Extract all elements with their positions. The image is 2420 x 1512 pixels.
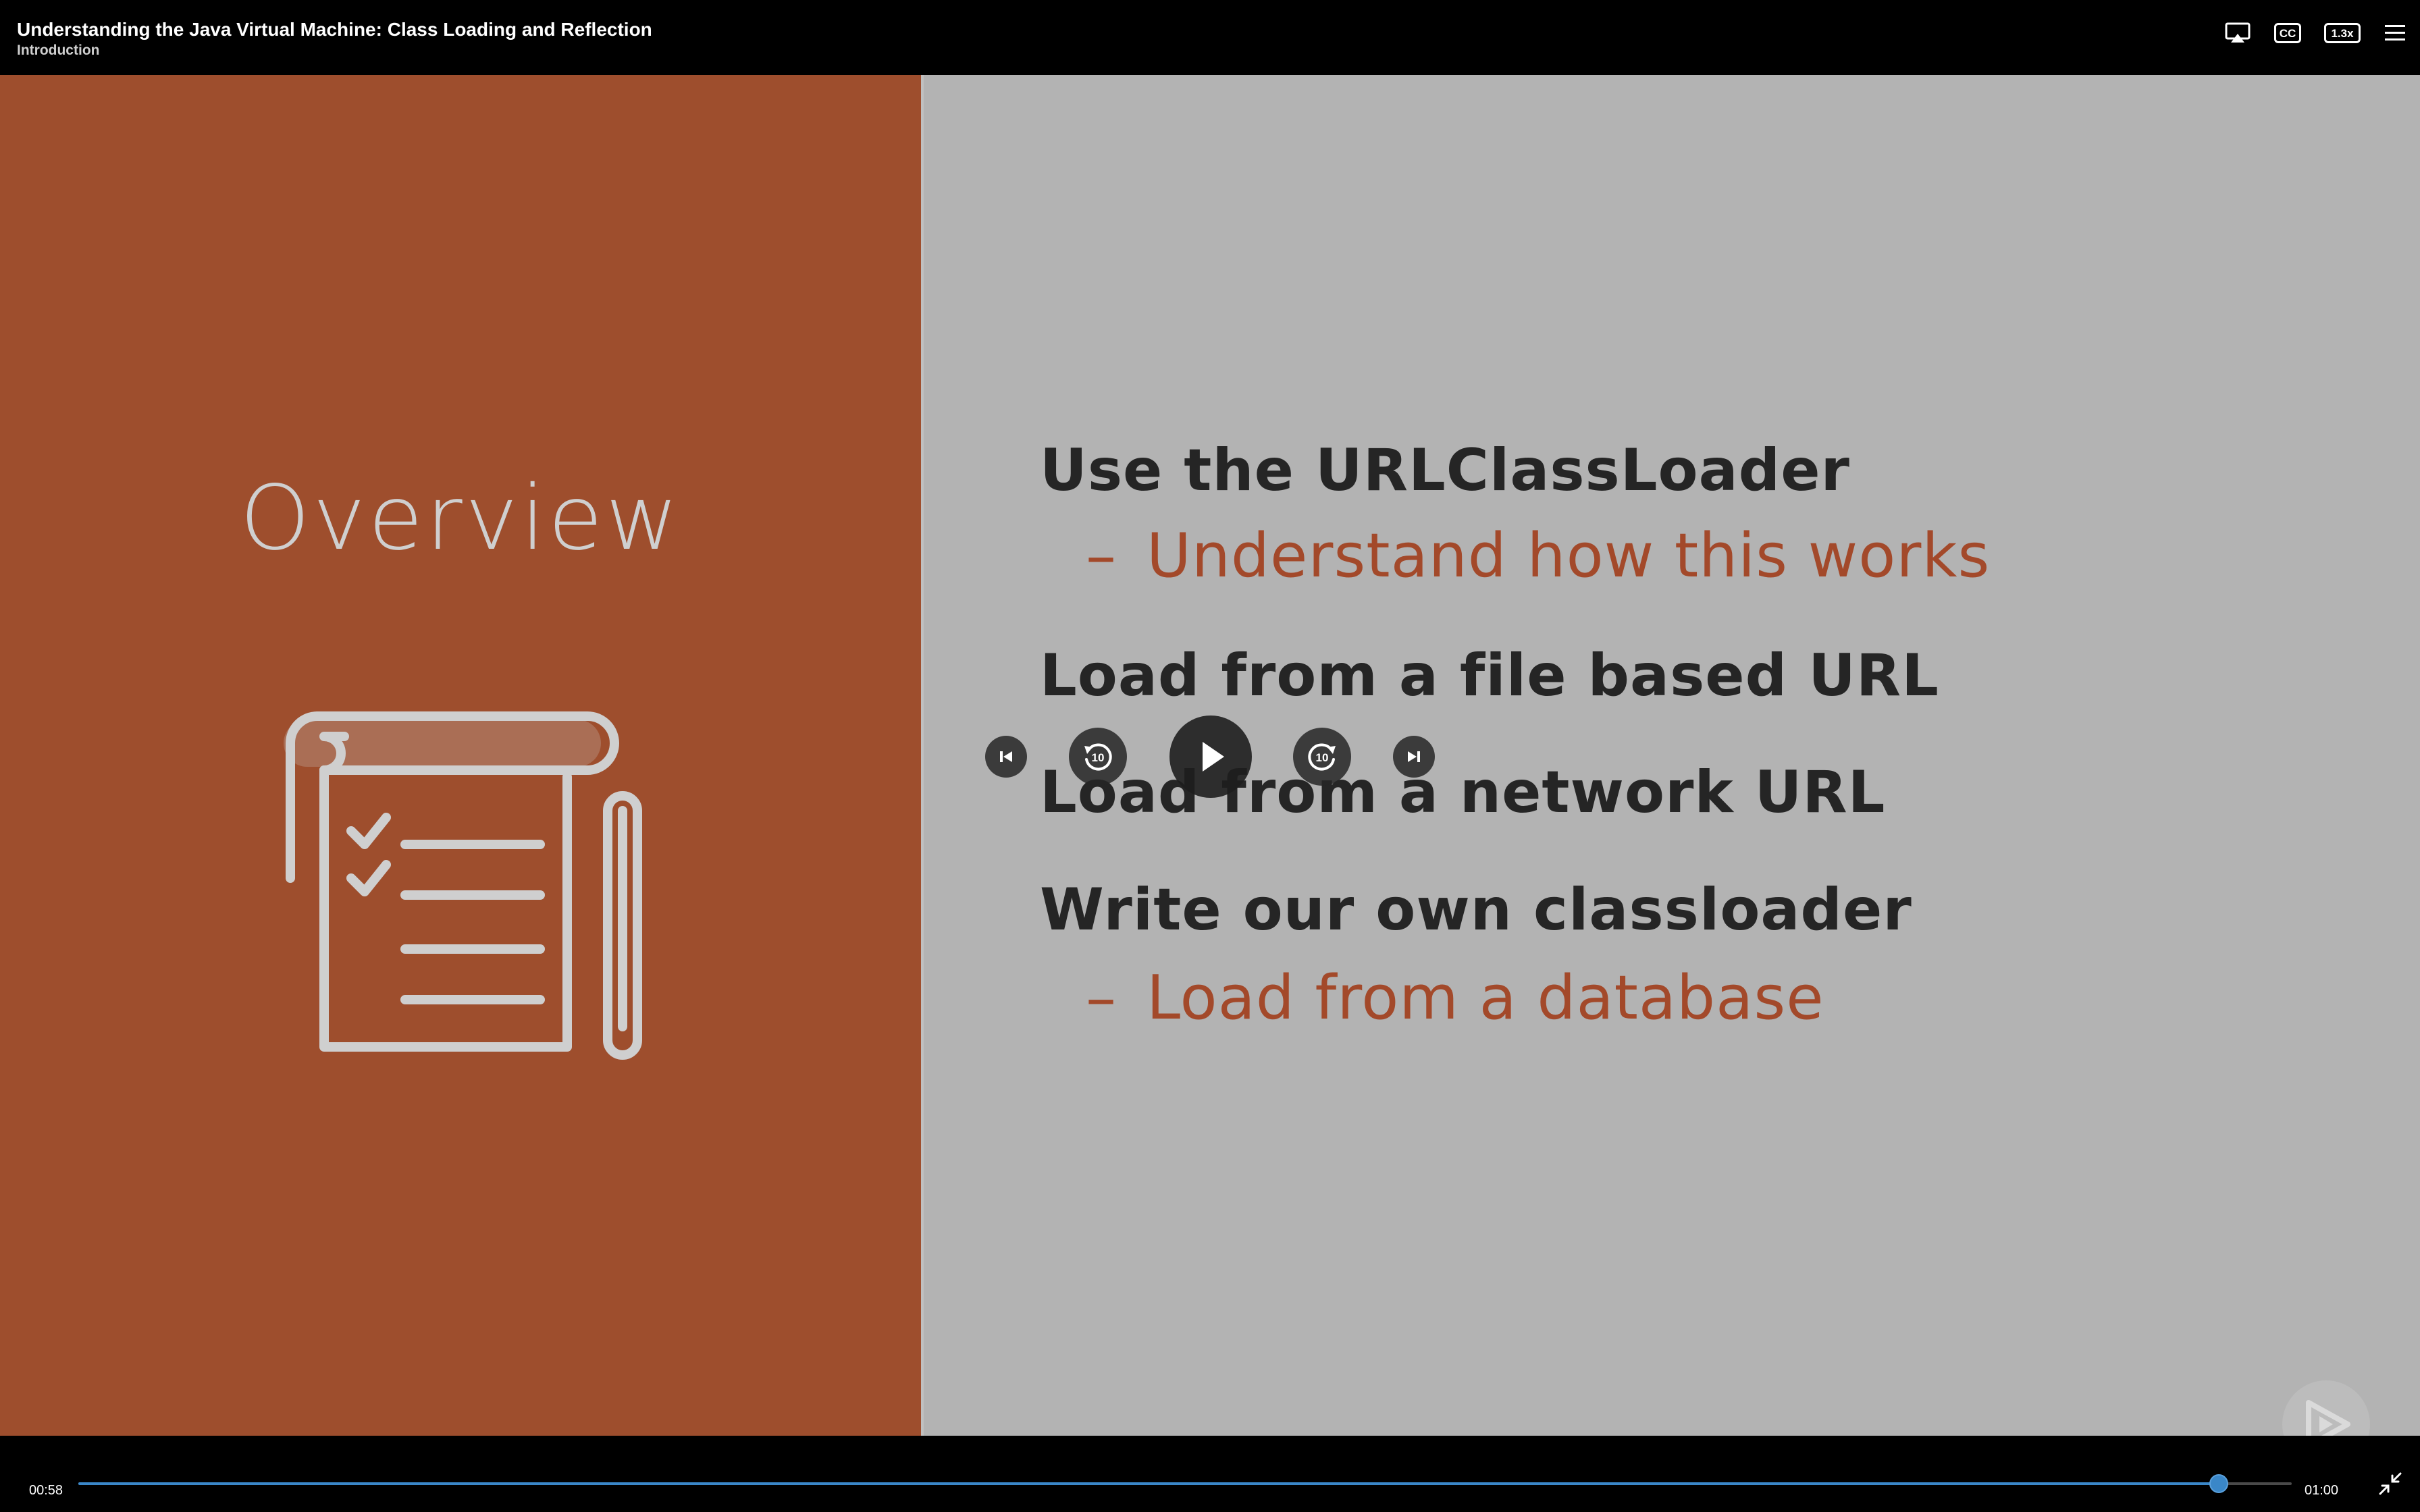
menu-icon[interactable] <box>2384 18 2406 49</box>
play-icon <box>1203 742 1224 772</box>
playback-speed-button[interactable]: 1.3x <box>2324 18 2361 49</box>
sub-bullet-dash: – <box>1086 963 1117 1033</box>
progress-bar[interactable] <box>78 1474 2292 1493</box>
progress-bar-fill <box>78 1482 2219 1485</box>
airplay-icon[interactable] <box>2224 18 2251 49</box>
forward-10-icon: 10 <box>1308 743 1336 771</box>
sub-bullet-4: –Load from a database <box>1086 963 1824 1033</box>
course-title: Understanding the Java Virtual Machine: … <box>17 19 652 40</box>
player-header: Understanding the Java Virtual Machine: … <box>0 0 2420 75</box>
rewind-10-icon: 10 <box>1084 743 1112 771</box>
sub-bullet-1: –Understand how this works <box>1086 520 1990 591</box>
sub-bullet-dash: – <box>1086 520 1117 591</box>
skip-previous-button[interactable] <box>985 736 1027 778</box>
closed-captions-button[interactable]: CC <box>2274 18 2301 49</box>
skip-previous-icon <box>1000 751 1012 762</box>
exit-fullscreen-icon[interactable] <box>2378 1472 2402 1496</box>
progress-scrubber-handle[interactable] <box>2209 1474 2228 1493</box>
sub-bullet-4-text: Load from a database <box>1147 963 1824 1033</box>
header-toolbar: CC 1.3x <box>2224 18 2406 49</box>
current-time: 00:58 <box>29 1483 63 1498</box>
bullet-3: Load from a network URL <box>1040 759 1886 826</box>
bullet-2: Load from a file based URL <box>1040 642 1939 709</box>
checklist-illustration <box>284 711 642 1060</box>
rewind-seconds-label: 10 <box>1092 751 1105 764</box>
skip-next-button[interactable] <box>1393 736 1435 778</box>
forward-10-button[interactable]: 10 <box>1293 728 1351 786</box>
forward-seconds-label: 10 <box>1316 751 1329 764</box>
bullet-1: Use the URLClassLoader <box>1040 437 1850 504</box>
player-controls-bar: 00:58 01:00 <box>0 1436 2420 1512</box>
bullet-4: Write our own classloader <box>1040 876 1912 944</box>
play-button[interactable] <box>1169 716 1252 798</box>
total-time: 01:00 <box>2305 1483 2339 1498</box>
skip-next-icon <box>1408 751 1420 762</box>
sub-bullet-1-text: Understand how this works <box>1147 520 1991 591</box>
playback-speed-label: 1.3x <box>2324 23 2361 43</box>
slide-left-panel: Overview <box>0 75 921 1436</box>
slide-title: Overview <box>240 466 681 570</box>
closed-captions-icon: CC <box>2274 23 2301 43</box>
slide-divider <box>921 75 924 1436</box>
rewind-10-button[interactable]: 10 <box>1069 728 1127 786</box>
module-title: Introduction <box>17 43 100 58</box>
